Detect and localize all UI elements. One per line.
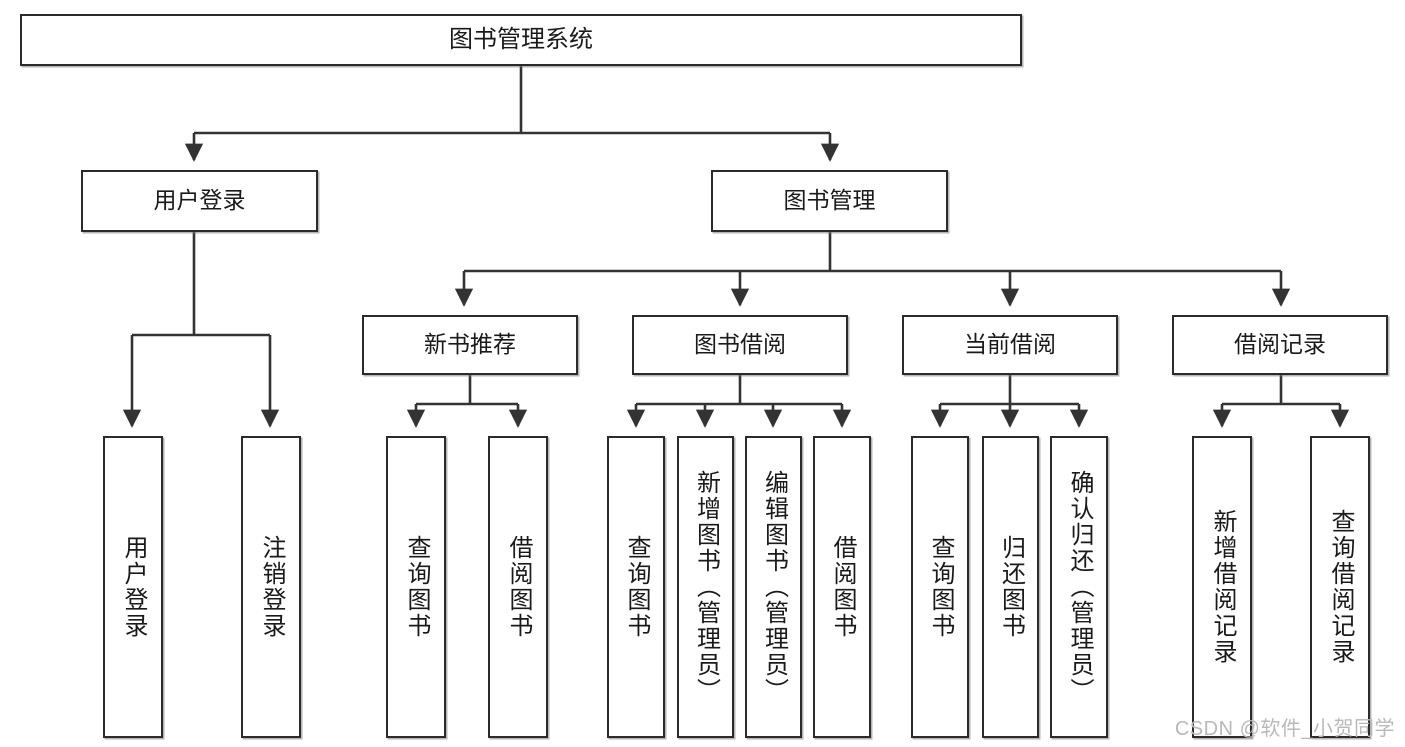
node-label: 新增图书（管理员） [692,470,720,704]
node-borrowing-records[interactable]: 借阅记录 [1172,315,1388,375]
leaf-query-books-borrowing[interactable]: 查询图书 [607,436,665,738]
node-label: 借阅图书 [505,535,532,639]
leaf-add-borrowing-record[interactable]: 新增借阅记录 [1192,436,1252,738]
node-new-book-recommendation[interactable]: 新书推荐 [362,315,578,375]
node-label: 图书借阅 [694,331,786,358]
leaf-query-borrowing-record[interactable]: 查询借阅记录 [1310,436,1370,738]
leaf-query-books-new-recommendation[interactable]: 查询图书 [386,436,446,738]
node-label: 用户登录 [120,535,147,639]
leaf-user-login[interactable]: 用户登录 [103,436,163,738]
node-label: 查询借阅记录 [1327,509,1354,665]
leaf-query-books-current[interactable]: 查询图书 [911,436,969,738]
node-label: 确认归还（管理员） [1066,470,1093,704]
leaf-borrow-books-new-recommendation[interactable]: 借阅图书 [488,436,548,738]
node-root-book-management-system[interactable]: 图书管理系统 [20,14,1022,66]
leaf-edit-book-admin[interactable]: 编辑图书（管理员） [745,436,802,738]
leaf-return-books[interactable]: 归还图书 [982,436,1039,738]
node-label: 查询图书 [927,535,954,639]
node-label: 用户登录 [153,187,246,214]
node-label: 查询图书 [623,535,650,639]
node-label: 编辑图书（管理员） [760,470,788,704]
node-label: 借阅图书 [829,535,856,639]
node-label: 新书推荐 [424,331,516,358]
node-label: 借阅记录 [1234,331,1326,358]
node-current-borrowing[interactable]: 当前借阅 [902,315,1118,375]
leaf-add-book-admin[interactable]: 新增图书（管理员） [677,436,734,738]
node-user-login[interactable]: 用户登录 [81,170,318,232]
leaf-borrow-books-borrowing[interactable]: 借阅图书 [813,436,871,738]
node-label: 新增借阅记录 [1209,509,1236,665]
node-book-management[interactable]: 图书管理 [711,170,948,232]
csdn-watermark: CSDN @软件_小贺同学 [1174,718,1395,740]
node-book-borrowing[interactable]: 图书借阅 [632,315,848,375]
node-label: 归还图书 [997,535,1025,639]
node-label: 查询图书 [403,535,430,639]
leaf-logout[interactable]: 注销登录 [241,436,301,738]
node-label: 注销登录 [258,535,285,639]
node-label: 图书管理 [783,187,876,214]
leaf-confirm-return-admin[interactable]: 确认归还（管理员） [1050,436,1108,738]
node-label: 图书管理系统 [449,25,593,53]
node-label: 当前借阅 [964,331,1056,358]
